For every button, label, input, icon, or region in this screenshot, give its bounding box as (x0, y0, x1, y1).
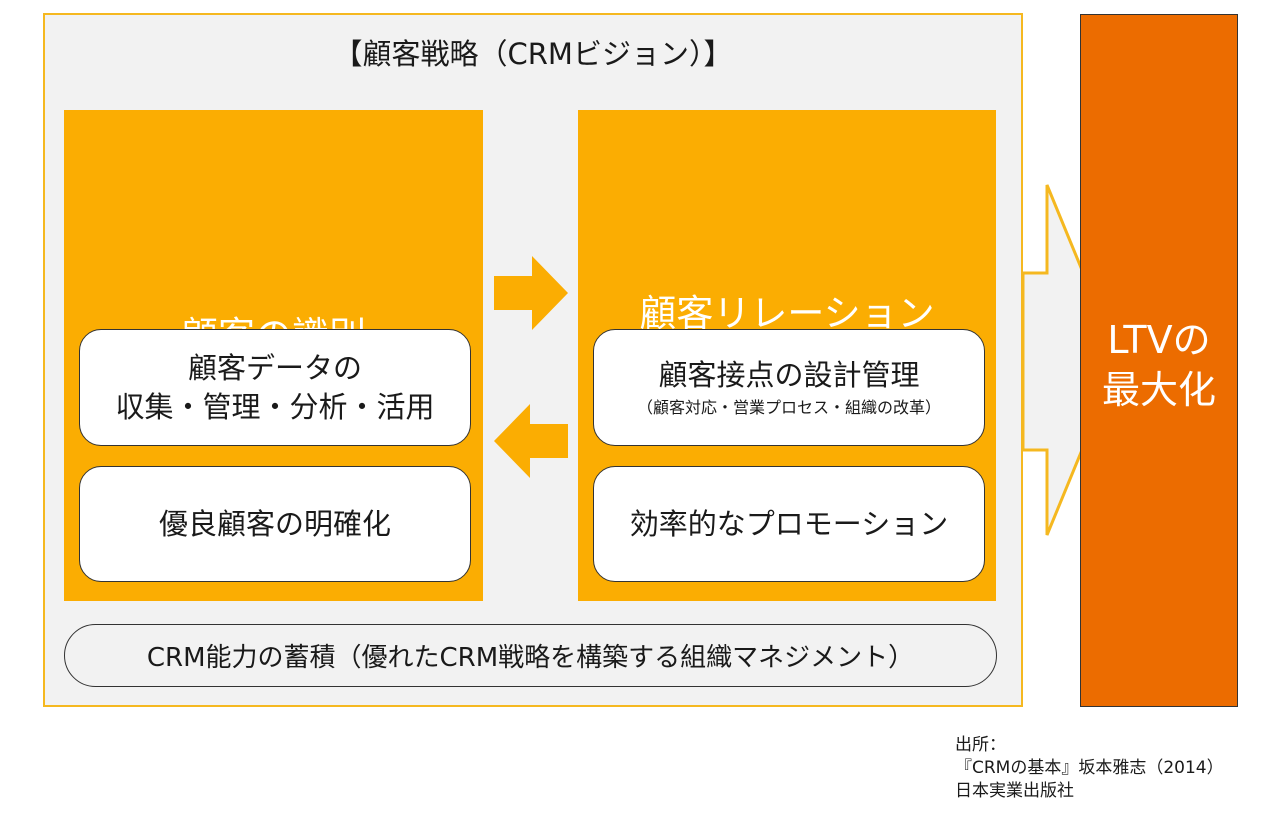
source-publisher: 日本実業出版社 (955, 781, 1074, 801)
source-citation: 出所： 『CRMの基本』坂本雅志（2014） 日本実業出版社 (955, 734, 1275, 803)
card-data-collection-text: 顧客データの 収集・管理・分析・活用 (115, 350, 435, 424)
card-touchpoint-design-subtext: （顧客対応・営業プロセス・組織の改革） (636, 398, 941, 417)
arrow-left-icon (494, 404, 568, 478)
card-touchpoint-design-text: 顧客接点の設計管理 (658, 358, 920, 392)
ltv-maximization-text: LTVの 最大化 (1101, 318, 1216, 412)
ltv-maximization-box: LTVの 最大化 (1080, 14, 1238, 707)
card-data-collection: 顧客データの 収集・管理・分析・活用 (79, 329, 471, 446)
arrow-right-icon (494, 256, 568, 330)
source-label: 出所： (955, 735, 1006, 755)
card-prime-customers-text: 優良顧客の明確化 (158, 506, 391, 541)
card-prime-customers: 優良顧客の明確化 (79, 466, 471, 582)
crm-capability-foundation: CRM能力の蓄積（優れたCRM戦略を構築する組織マネジメント） (64, 624, 997, 687)
card-efficient-promotion-text: 効率的なプロモーション (629, 506, 949, 541)
source-book: 『CRMの基本』坂本雅志（2014） (955, 758, 1224, 778)
card-touchpoint-design: 顧客接点の設計管理 （顧客対応・営業プロセス・組織の改革） (593, 329, 985, 446)
card-efficient-promotion: 効率的なプロモーション (593, 466, 985, 582)
big-arrow-right-icon (1021, 184, 1084, 536)
frame-title: 【顧客戦略（CRMビジョン）】 (333, 37, 733, 71)
